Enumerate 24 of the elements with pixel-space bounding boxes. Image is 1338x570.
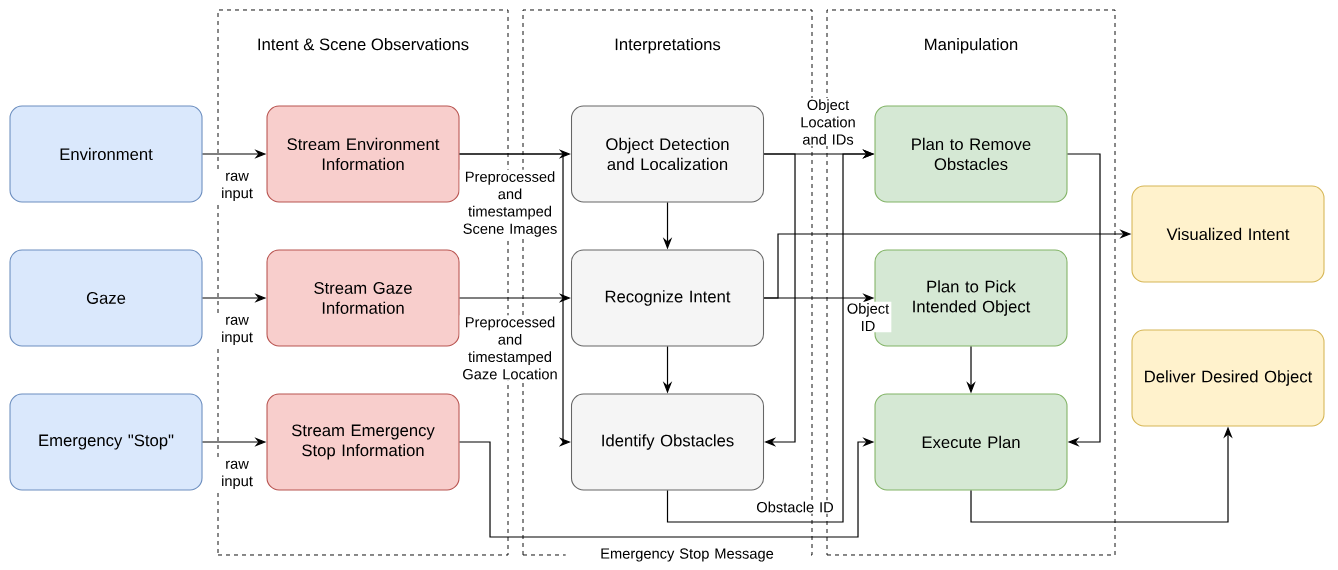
process-box: Recognize Intent xyxy=(570,249,765,347)
input-box: Emergency "Stop" xyxy=(9,393,203,491)
edge-label: raw input xyxy=(211,171,263,203)
process-box: Object Detection and Localization xyxy=(570,105,765,203)
process-box: Identify Obstacles xyxy=(570,393,765,491)
edge-label: Preprocessed and timestamped Scene Images xyxy=(459,169,561,239)
arrow xyxy=(1066,153,1101,447)
edge-label: raw input xyxy=(211,315,263,347)
input-box: Gaze xyxy=(9,249,203,347)
process-box: Stream Emergency Stop Information xyxy=(266,393,460,491)
edge-label: Object ID xyxy=(844,301,892,333)
output-box: Deliver Desired Object xyxy=(1131,329,1325,427)
input-box: Environment xyxy=(9,105,203,203)
edge-label: Preprocessed and timestamped Gaze Location xyxy=(459,315,561,381)
process-box: Stream Gaze Information xyxy=(266,249,460,347)
arrow xyxy=(763,153,796,447)
process-box: Execute Plan xyxy=(874,393,1068,491)
process-box: Plan to Remove Obstacles xyxy=(874,105,1068,203)
process-box: Stream Environment Information xyxy=(266,105,460,203)
edge-label: Obstacle ID xyxy=(751,500,839,514)
edge-label: Emergency Stop Message xyxy=(565,547,809,563)
edge-label: raw input xyxy=(211,459,263,491)
output-box: Visualized Intent xyxy=(1131,185,1325,283)
edge-label: Object Location and IDs xyxy=(786,97,870,147)
